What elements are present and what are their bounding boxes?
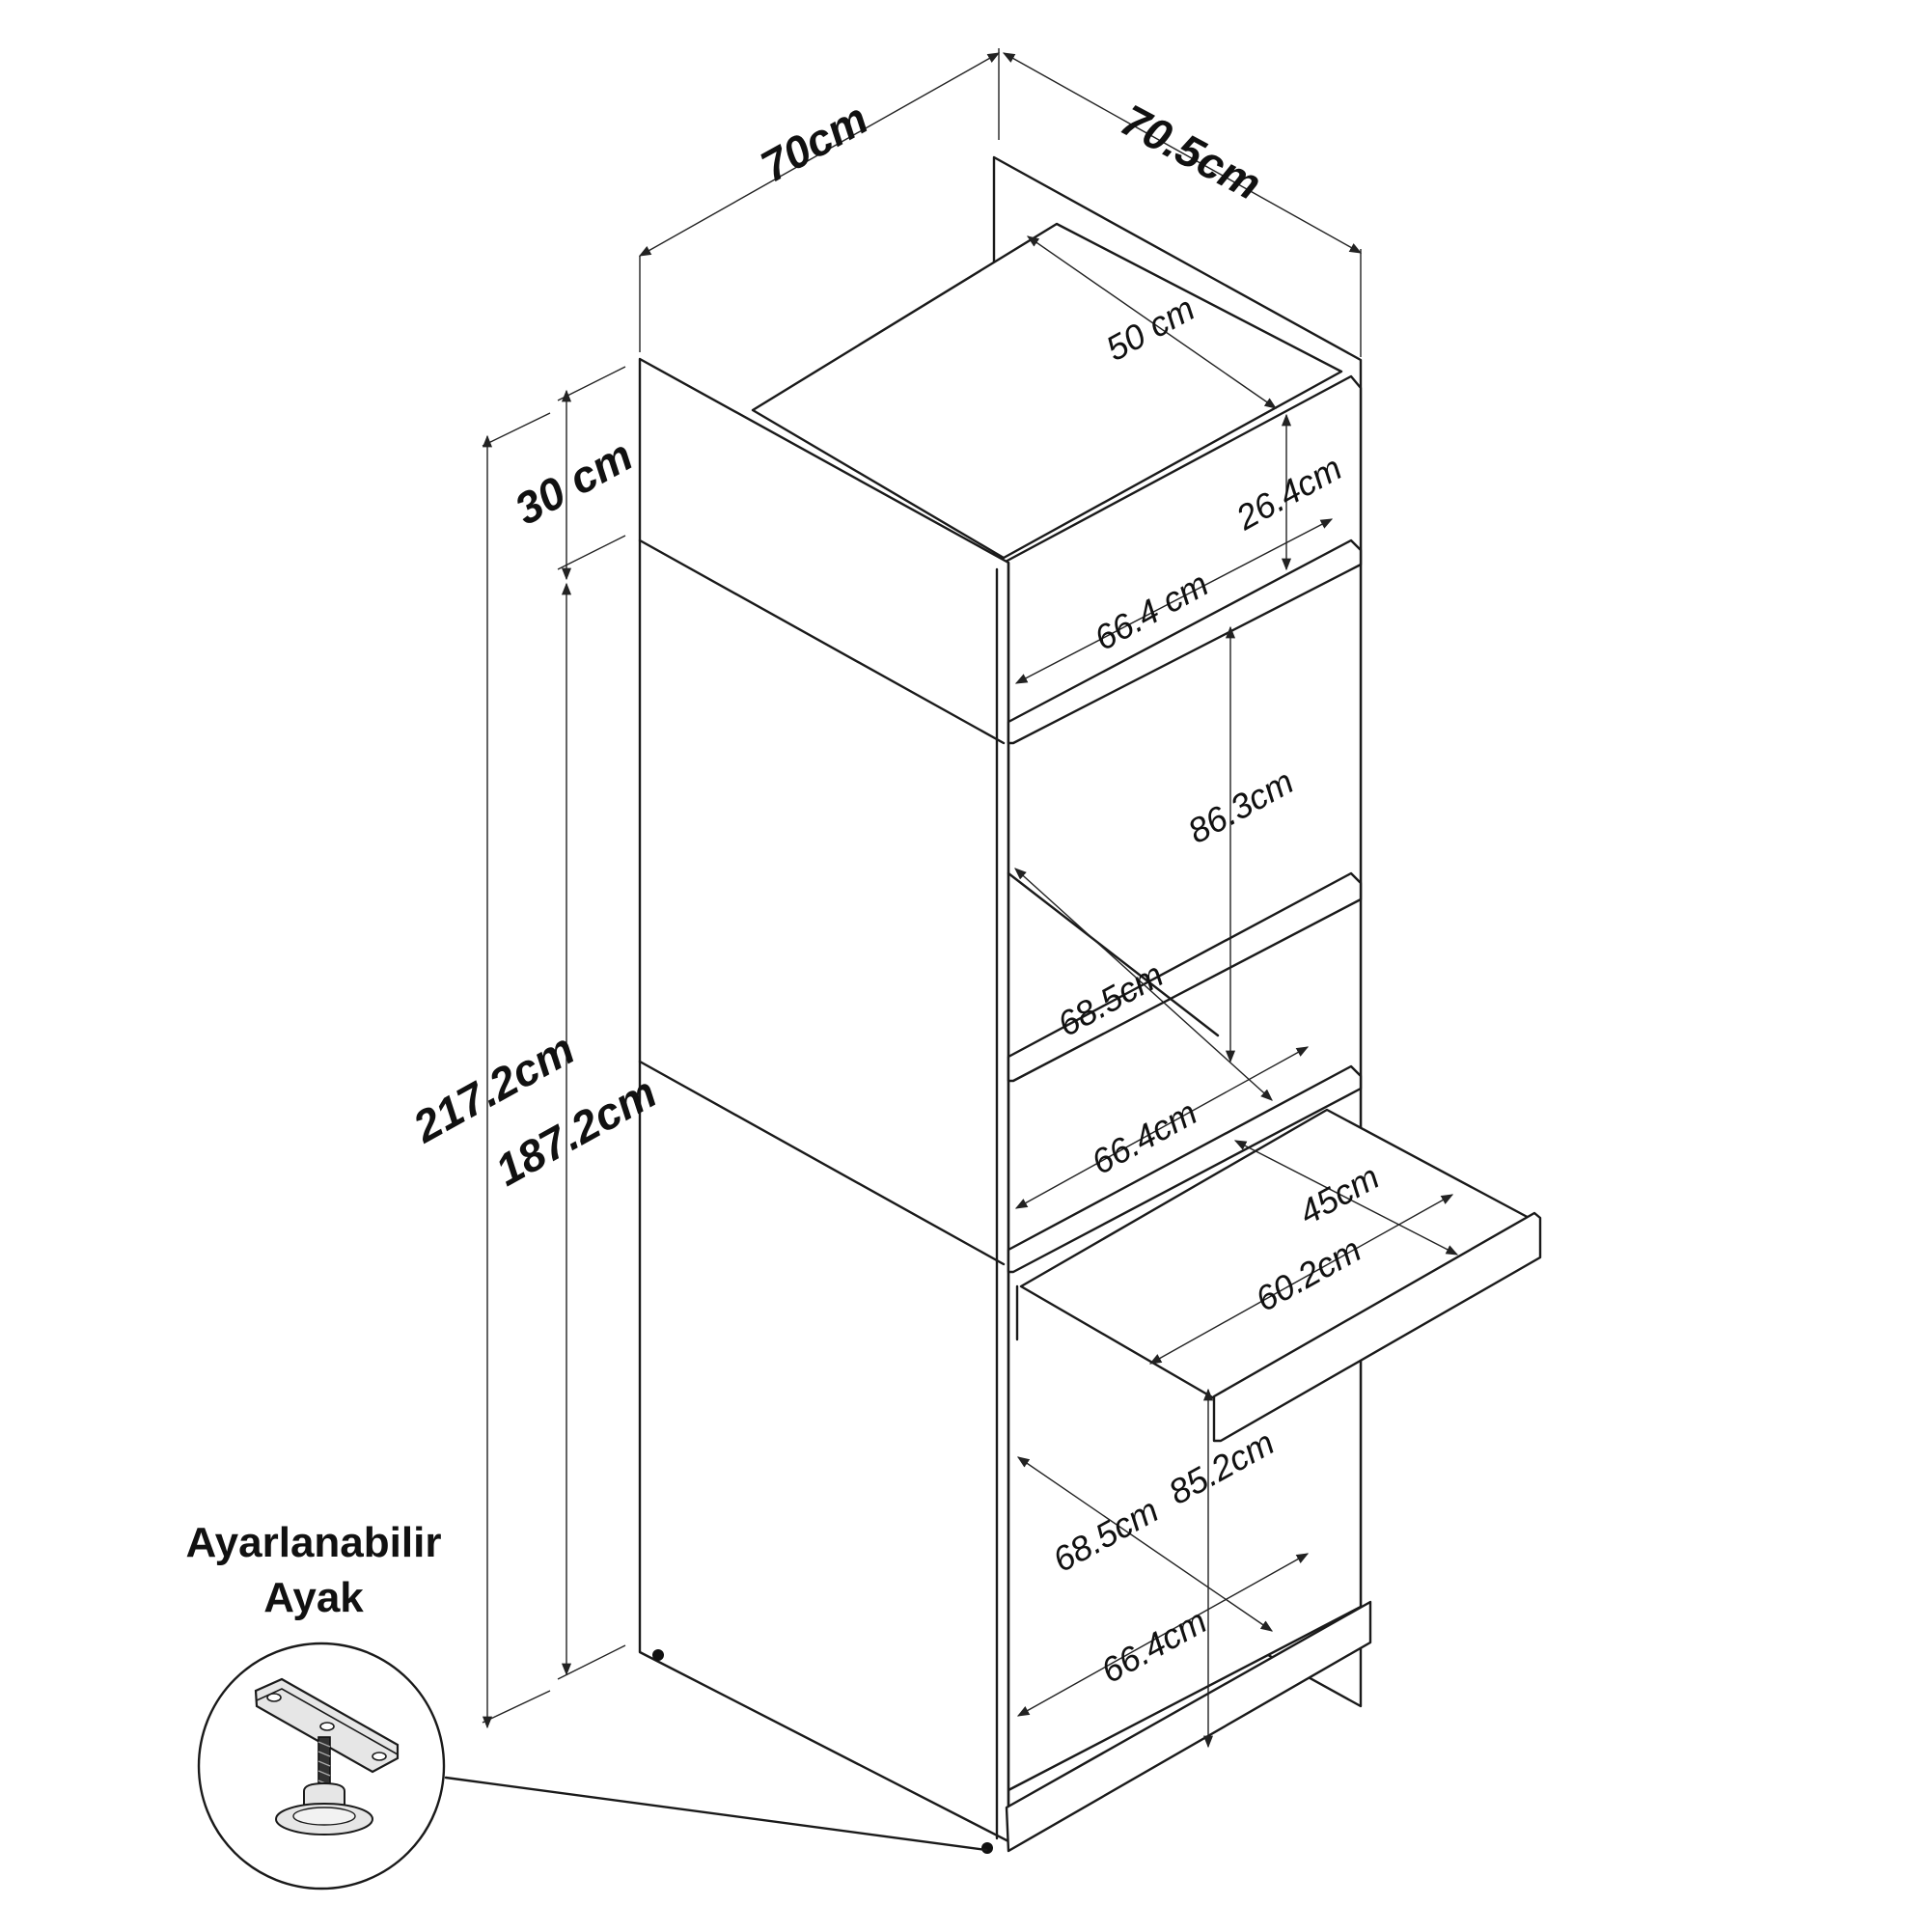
- label-overall-depth: 70.5cm: [1113, 95, 1269, 209]
- adjustable-foot-icon: [254, 1677, 400, 1835]
- foot-front: [981, 1842, 993, 1854]
- left-side-panel: [638, 357, 1010, 1843]
- upper-band-seam: [638, 538, 1006, 745]
- callout-leader-line: [444, 1776, 988, 1852]
- adjustable-foot-callout: Ayarlanabilir Ayak: [186, 1519, 988, 1891]
- label-top-section-height: 30 cm: [507, 429, 641, 535]
- label-overall-width: 70cm: [753, 93, 876, 192]
- callout-title-line2: Ayak: [263, 1574, 364, 1621]
- foot-rear: [652, 1649, 664, 1661]
- callout-title-line1: Ayarlanabilir: [186, 1519, 442, 1566]
- cabinet-body: [638, 155, 1363, 1843]
- dimension-lines: [482, 48, 1459, 1749]
- mid-band-seam: [638, 1060, 1006, 1266]
